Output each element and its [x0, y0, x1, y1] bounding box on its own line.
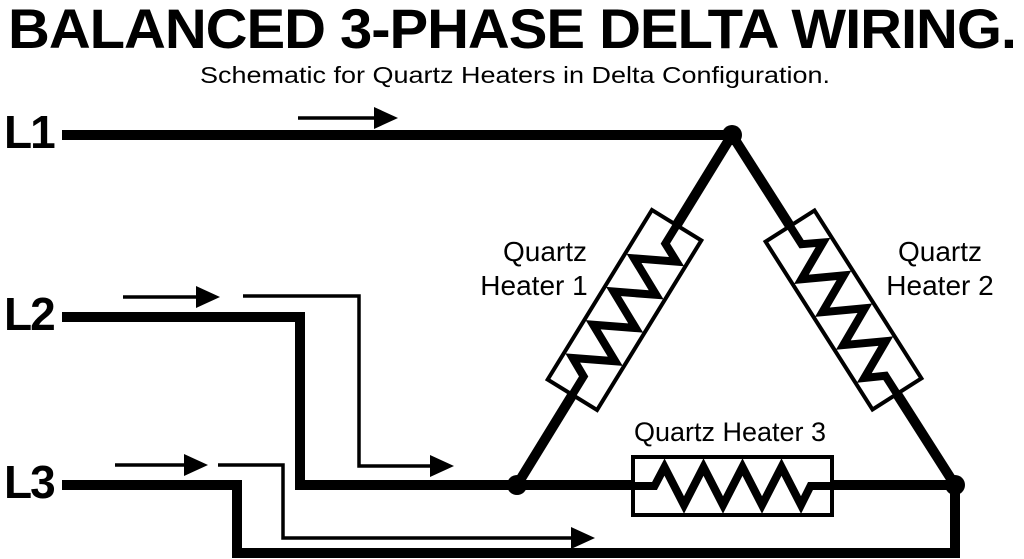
junction-node-bottom-right [945, 475, 965, 495]
svg-text:Quartz: Quartz [898, 236, 982, 267]
heater-2-resistor-element [786, 224, 901, 396]
heater-1 [544, 207, 705, 413]
heater-2 [762, 207, 925, 413]
svg-text:Quartz: Quartz [503, 236, 587, 267]
line-label-l1: L1 [4, 106, 55, 158]
wire-l3 [62, 480, 960, 558]
page-title: BALANCED 3-PHASE DELTA WIRING. [8, 0, 1016, 60]
current-arrow-l3 [115, 454, 208, 476]
current-arrow-l2 [123, 286, 220, 308]
current-arrow-l3-to-delta [218, 463, 595, 549]
page-subtitle: Schematic for Quartz Heaters in Delta Co… [200, 62, 830, 88]
heater-1-label: Quartz Heater 1 [480, 236, 587, 301]
arrowhead-icon [374, 107, 398, 129]
junction-node-bottom-left [507, 475, 527, 495]
line-label-l3: L3 [4, 456, 54, 508]
arrowhead-icon [430, 455, 454, 477]
line-label-l2: L2 [4, 288, 54, 340]
heater-3 [631, 455, 834, 517]
junction-node-top [722, 125, 742, 145]
svg-text:Heater 1: Heater 1 [480, 270, 587, 301]
arrowhead-icon [196, 286, 220, 308]
heater-3-resistor-element [633, 458, 832, 514]
current-arrow-l1 [298, 107, 398, 129]
heater-1-resistor-element [565, 223, 685, 397]
svg-text:Heater 2: Heater 2 [886, 270, 993, 301]
wire-l2 [62, 312, 955, 490]
heater-2-label: Quartz Heater 2 [886, 236, 993, 301]
heater-3-label: Quartz Heater 3 [634, 417, 826, 447]
arrowhead-icon [571, 527, 595, 549]
current-arrow-l2-to-delta [243, 294, 454, 477]
arrowhead-icon [184, 454, 208, 476]
